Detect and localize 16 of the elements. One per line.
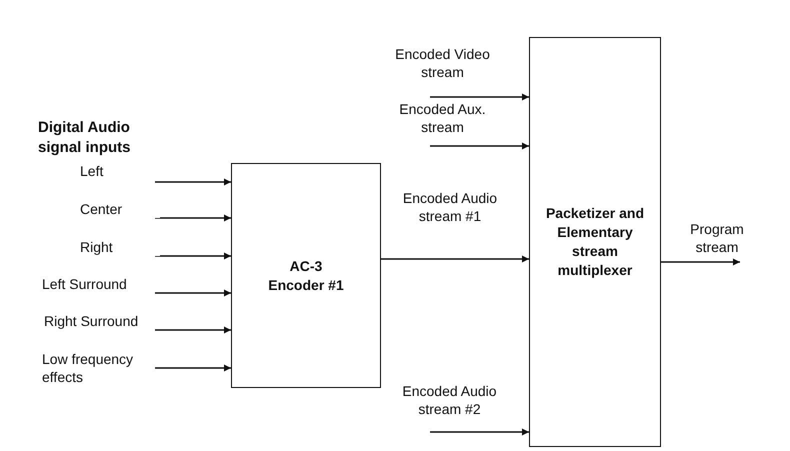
arrow: [430, 94, 529, 100]
arrow: [155, 364, 231, 372]
arrow: [430, 142, 529, 150]
process-box: [231, 163, 381, 388]
process-box: [529, 37, 661, 447]
box-label: Packetizer and Elementary stream multiplexer: [545, 204, 645, 280]
arrow: [155, 326, 231, 334]
box-label: AC-3 Encoder #1: [267, 256, 345, 294]
arrow: [155, 290, 231, 296]
arrow: [381, 256, 529, 262]
arrow: [155, 252, 231, 260]
arrow: [155, 214, 231, 222]
arrow: [430, 428, 529, 436]
group-heading: Digital Audio signal inputs: [38, 118, 132, 157]
arrow: [661, 258, 740, 266]
arrow: [155, 178, 231, 186]
